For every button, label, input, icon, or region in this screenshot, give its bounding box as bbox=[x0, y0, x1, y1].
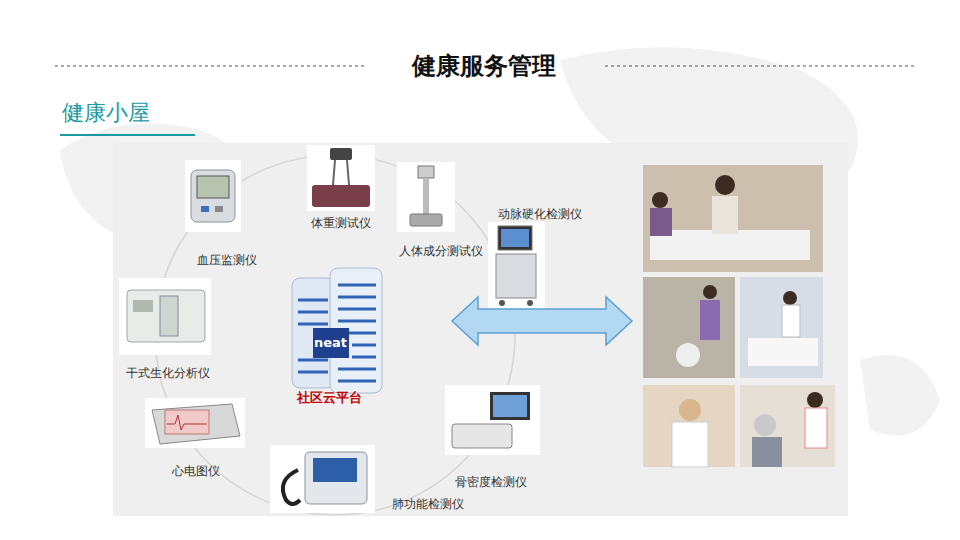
device-label: 血压监测仪 bbox=[197, 253, 257, 267]
device-label: 骨密度检测仪 bbox=[455, 475, 527, 489]
server-icon bbox=[292, 268, 382, 393]
underline bbox=[60, 134, 195, 136]
platform-label: 社区云平台 bbox=[297, 390, 362, 406]
bone-density bbox=[445, 385, 540, 455]
double-arrow bbox=[452, 297, 632, 345]
bp-monitor bbox=[185, 160, 241, 232]
body-composition bbox=[397, 162, 455, 232]
device-label: 体重测试仪 bbox=[311, 216, 371, 230]
device-label: 肺功能检测仪 bbox=[392, 497, 464, 511]
device-label: 心电图仪 bbox=[172, 464, 220, 478]
section-heading: 健康小屋 bbox=[62, 100, 150, 126]
panel bbox=[113, 143, 848, 516]
dashed-rule bbox=[605, 66, 915, 67]
device-label: 人体成分测试仪 bbox=[399, 244, 483, 258]
dashed-rule bbox=[55, 66, 365, 67]
arterial-detector bbox=[488, 222, 545, 310]
page-title: 健康服务管理 bbox=[412, 52, 556, 81]
photo-grid bbox=[643, 165, 835, 467]
biochem-analyzer bbox=[119, 278, 211, 355]
logo-text: neat bbox=[314, 335, 347, 351]
device-label: 动脉硬化检测仪 bbox=[498, 207, 582, 221]
device-label: 干式生化分析仪 bbox=[126, 366, 210, 380]
ecg-device bbox=[145, 398, 245, 448]
weight-scale bbox=[307, 145, 375, 211]
lung-function bbox=[270, 445, 375, 513]
